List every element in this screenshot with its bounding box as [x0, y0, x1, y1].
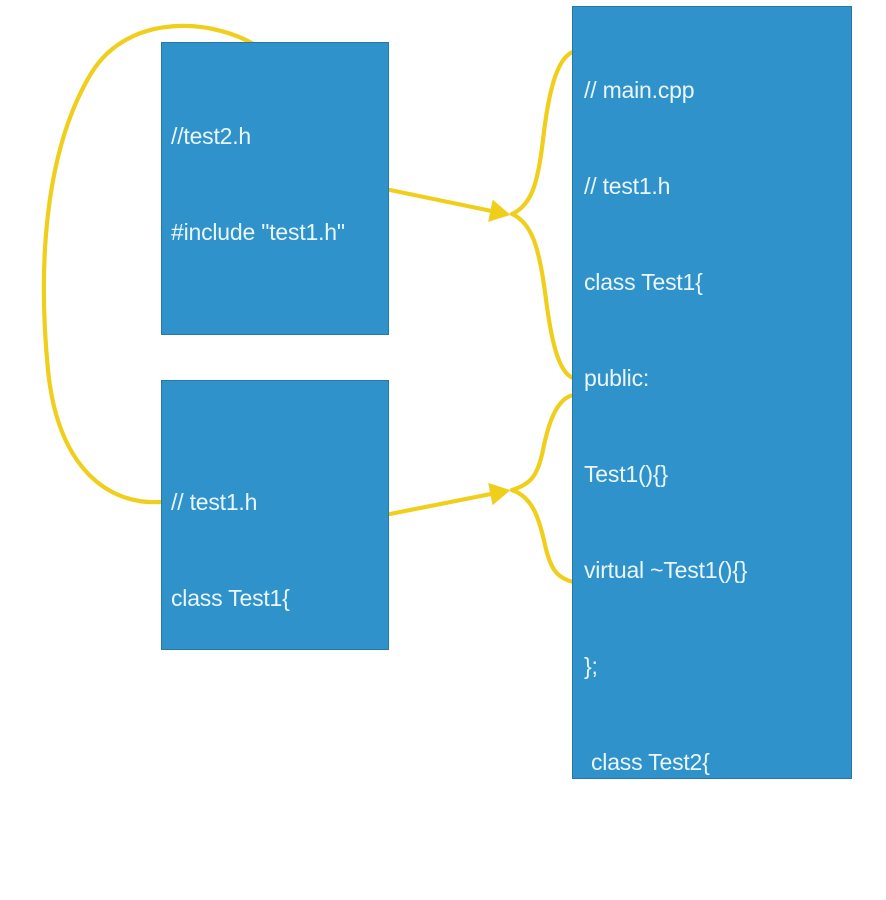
code-line: #include "test1.h" [171, 219, 345, 245]
code-line: virtual ~Test1(){} [584, 557, 748, 583]
code-line: // main.cpp [584, 77, 695, 103]
code-box-main-cpp[interactable]: // main.cpp // test1.h class Test1{ publ… [572, 6, 852, 779]
code-line: //test2.h [171, 123, 252, 149]
code-line: // test1.h [584, 173, 671, 199]
code-text-main-cpp: // main.cpp // test1.h class Test1{ publ… [584, 10, 754, 778]
code-text-test2-header: //test2.h #include "test1.h" class Test2… [171, 56, 345, 334]
code-line: class Test1{ [171, 585, 290, 611]
code-line-blank [171, 312, 345, 334]
arrow-test1-expansion-brace [387, 392, 576, 585]
code-line: }; [584, 653, 598, 679]
code-line: Test1(){} [584, 461, 668, 487]
code-text-test1-header: // test1.h class Test1{ public: Test1(){… [171, 422, 334, 649]
code-line: class Test2{ [591, 749, 710, 775]
code-line: class Test1{ [584, 269, 703, 295]
code-line: public: [584, 365, 650, 391]
code-box-test2-header[interactable]: //test2.h #include "test1.h" class Test2… [161, 42, 389, 335]
code-line: // test1.h [171, 489, 258, 515]
code-box-test1-header[interactable]: // test1.h class Test1{ public: Test1(){… [161, 380, 389, 650]
arrow-test2-expansion-brace [387, 49, 576, 381]
